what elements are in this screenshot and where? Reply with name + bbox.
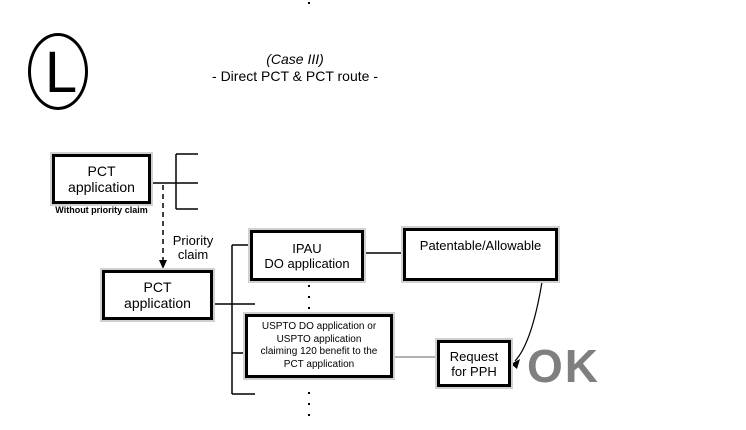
ipau-line2: DO application [264, 255, 350, 271]
title-case-line: (Case III) [266, 51, 324, 67]
pph-line1: Request [449, 348, 499, 364]
pct-application-1-line1: PCT [87, 163, 116, 179]
patentable-allowable-box: Patentable/Allowable [403, 228, 558, 281]
uspto-do-application-box: USPTO DO application or USPTO applicatio… [245, 314, 393, 378]
pph-line2: for PPH [451, 363, 497, 379]
priority-claim-line2: claim [177, 246, 209, 262]
pct-application-2-line1: PCT [143, 279, 172, 295]
ipau-do-application-box: IPAU DO application [250, 230, 364, 281]
priority-claim-label: Priority claim [168, 234, 218, 261]
pct-application-2-box: PCT application [102, 270, 213, 320]
pct-application-2-line2: application [124, 295, 191, 311]
priority-claim-arrow [159, 185, 167, 269]
timeline-fork-1 [150, 153, 198, 210]
case-letter-marker: L [28, 33, 88, 110]
priority-claim-line1: Priority [172, 233, 214, 248]
uspto-line4: PCT application [283, 358, 355, 370]
uspto-line2: USPTO application [276, 333, 362, 345]
request-for-pph-box: Request for PPH [437, 340, 511, 387]
uspto-line1: USPTO DO application or [261, 321, 377, 332]
patentable-allowable-label: Patentable/Allowable [419, 238, 542, 253]
ok-result-label: OK [527, 340, 600, 392]
case-letter: L [44, 39, 78, 105]
uspto-line3: claiming 120 benefit to the [260, 346, 378, 357]
pct-application-1-box: PCT application [52, 154, 151, 204]
page-title: (Case III) - Direct PCT & PCT route - [170, 51, 420, 85]
without-priority-claim-note: Without priority claim [55, 205, 148, 215]
title-route-line: - Direct PCT & PCT route - [212, 68, 378, 84]
ipau-line1: IPAU [292, 240, 322, 256]
pct-application-1-line2: application [68, 179, 135, 195]
